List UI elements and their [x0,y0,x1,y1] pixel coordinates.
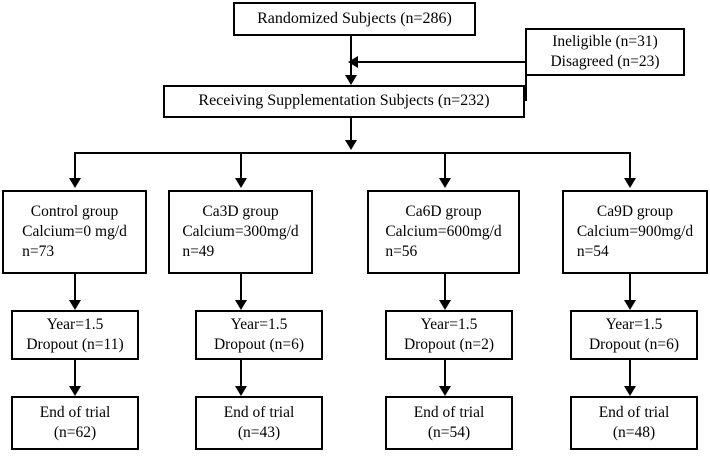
group-3-n: n=56 [385,243,418,261]
followup-box-3: Year=1.5 Dropout (n=2) [385,310,513,360]
group-1-name: Control group [30,202,119,220]
end-2-label: End of trial [223,403,295,421]
connector-followup-2-to-end [240,360,242,388]
branch-drop-group-1 [74,152,76,179]
arrowhead-group-3-to-followup [439,300,451,310]
arrowhead-followup-1-to-end [69,386,81,396]
group-box-4-text: Ca9D group Calcium=900mg/d n=54 [577,202,693,262]
followup-1-year: Year=1.5 [46,315,104,333]
arrowhead-group-2-to-followup [235,300,247,310]
group-box-1-text: Control group Calcium=0 mg/d n=73 [22,202,127,262]
arrowhead-group-1-to-followup [69,300,81,310]
group-box-3: Ca6D group Calcium=600mg/d n=56 [367,190,520,274]
connector-group-4-to-followup [629,274,631,302]
node-receiving-supplementation: Receiving Supplementation Subjects (n=23… [163,85,525,118]
distribution-bus [74,152,631,154]
group-4-n: n=54 [576,243,609,261]
followup-3-dropout: Dropout (n=2) [403,336,495,353]
arrowhead-group-4-to-followup [624,300,636,310]
arrowhead-group-3 [439,178,451,188]
followup-2-year: Year=1.5 [230,315,288,333]
followup-4-year: Year=1.5 [605,315,663,333]
group-3-name: Ca6D group [405,202,482,220]
connector-followup-4-to-end [629,360,631,388]
end-3-label: End of trial [413,403,485,421]
group-box-2-text: Ca3D group Calcium=300mg/d n=49 [182,202,298,262]
connector-followup-3-to-end [444,360,446,388]
node-excluded: Ineligible (n=31) Disagreed (n=23) [525,28,685,76]
connector-group-2-to-followup [240,274,242,302]
followup-box-2: Year=1.5 Dropout (n=6) [195,310,323,360]
followup-4-dropout: Dropout (n=6) [588,336,680,353]
followup-3-year: Year=1.5 [420,315,478,333]
group-1-dose: Calcium=0 mg/d [22,222,127,240]
end-box-4: End of trial (n=48) [570,396,698,450]
followup-box-1: Year=1.5 Dropout (n=11) [11,310,139,360]
arrowhead-randomized-to-receiving [345,75,357,85]
followup-1-dropout: Dropout (n=11) [26,336,124,353]
node-receiving-supplementation-label: Receiving Supplementation Subjects (n=23… [198,92,490,110]
connector-excluded-to-spine [358,61,525,63]
arrowhead-followup-2-to-end [235,386,247,396]
group-box-1: Control group Calcium=0 mg/d n=73 [2,190,147,274]
connector-followup-1-to-end [74,360,76,388]
arrowhead-group-4 [624,178,636,188]
followup-box-4: Year=1.5 Dropout (n=6) [570,310,698,360]
group-box-4: Ca9D group Calcium=900mg/d n=54 [562,190,708,274]
group-2-dose: Calcium=300mg/d [182,222,299,240]
group-4-dose: Calcium=900mg/d [576,222,694,240]
arrowhead-receiving-stem [345,140,357,150]
group-4-name: Ca9D group [596,202,674,220]
connector-receiving-stem [350,118,352,142]
arrowhead-group-1 [69,178,81,188]
end-box-1: End of trial (n=62) [11,396,139,450]
end-box-3: End of trial (n=54) [385,396,513,450]
end-box-2: End of trial (n=43) [195,396,323,450]
branch-drop-group-2 [240,152,242,179]
node-excluded-disagreed: Disagreed (n=23) [550,53,660,70]
arrowhead-followup-4-to-end [624,386,636,396]
connector-group-1-to-followup [74,274,76,302]
group-1-n: n=73 [22,243,55,261]
branch-drop-group-4 [629,152,631,179]
group-2-name: Ca3D group [202,202,279,220]
arrowhead-group-2 [235,178,247,188]
branch-drop-group-3 [444,152,446,179]
followup-2-dropout: Dropout (n=6) [213,336,305,353]
end-4-label: End of trial [598,403,670,421]
arrowhead-followup-3-to-end [439,386,451,396]
end-4-n: (n=48) [612,424,656,441]
connector-excluded-left-edge [525,61,527,101]
group-box-3-text: Ca6D group Calcium=600mg/d n=56 [385,202,501,262]
node-excluded-ineligible: Ineligible (n=31) [552,32,658,50]
node-randomized-subjects-label: Randomized Subjects (n=286) [257,9,452,27]
group-2-n: n=49 [182,243,215,261]
connector-group-3-to-followup [444,274,446,302]
node-randomized-subjects: Randomized Subjects (n=286) [233,2,476,36]
end-1-n: (n=62) [53,424,97,441]
arrowhead-excluded-to-spine [348,56,358,68]
end-1-label: End of trial [39,403,111,421]
end-3-n: (n=54) [427,424,471,441]
group-box-2: Ca3D group Calcium=300mg/d n=49 [168,190,313,274]
group-3-dose: Calcium=600mg/d [385,222,502,240]
end-2-n: (n=43) [237,424,281,441]
